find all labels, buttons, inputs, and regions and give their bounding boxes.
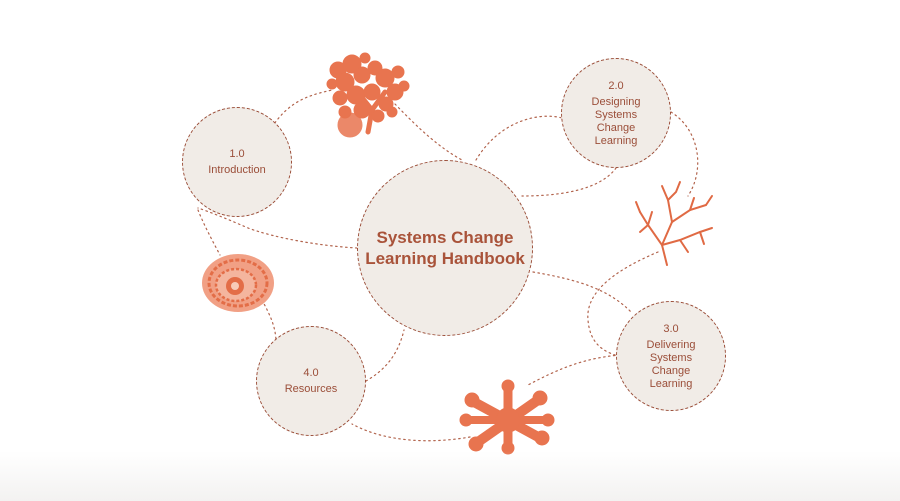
connector-coral-center: [394, 103, 463, 161]
connector-designing-fan: [670, 111, 699, 197]
node-designing[interactable]: 2.0 Designing Systems Change Learning: [561, 58, 671, 168]
connector-delivering-starfish: [527, 354, 621, 386]
node-label: Introduction: [208, 164, 266, 176]
node-resources[interactable]: 4.0 Resources: [256, 326, 366, 436]
connector-center-delivering: [532, 271, 633, 314]
node-number: 3.0: [663, 322, 679, 335]
branch-coral-icon: [326, 52, 410, 138]
fan-coral-icon: [635, 181, 713, 266]
connector-resources-center: [365, 329, 405, 382]
spiral-shell-icon: [202, 254, 274, 312]
connector-fan-delivering: [587, 251, 659, 357]
node-number: 1.0: [229, 148, 245, 160]
connector-intro-shell: [197, 209, 221, 256]
starfish-icon: [459, 379, 555, 455]
center-node[interactable]: Systems Change Learning Handbook: [357, 160, 533, 336]
connector-intro-coral: [271, 89, 333, 128]
node-number: 4.0: [303, 367, 319, 379]
node-label: Designing Systems Change Learning: [591, 95, 641, 147]
bottom-fade: [0, 451, 900, 501]
node-label: Delivering Systems Change Learning: [646, 338, 696, 390]
center-title: Systems Change Learning Handbook: [365, 228, 525, 268]
node-label: Resources: [284, 383, 338, 395]
node-delivering[interactable]: 3.0 Delivering Systems Change Learning: [616, 301, 726, 411]
connector-starfish-resources: [351, 423, 471, 442]
node-introduction[interactable]: 1.0 Introduction: [182, 107, 292, 217]
node-number: 2.0: [608, 79, 624, 92]
connector-center-intro: [197, 207, 358, 249]
connector-designing-center: [521, 167, 617, 197]
